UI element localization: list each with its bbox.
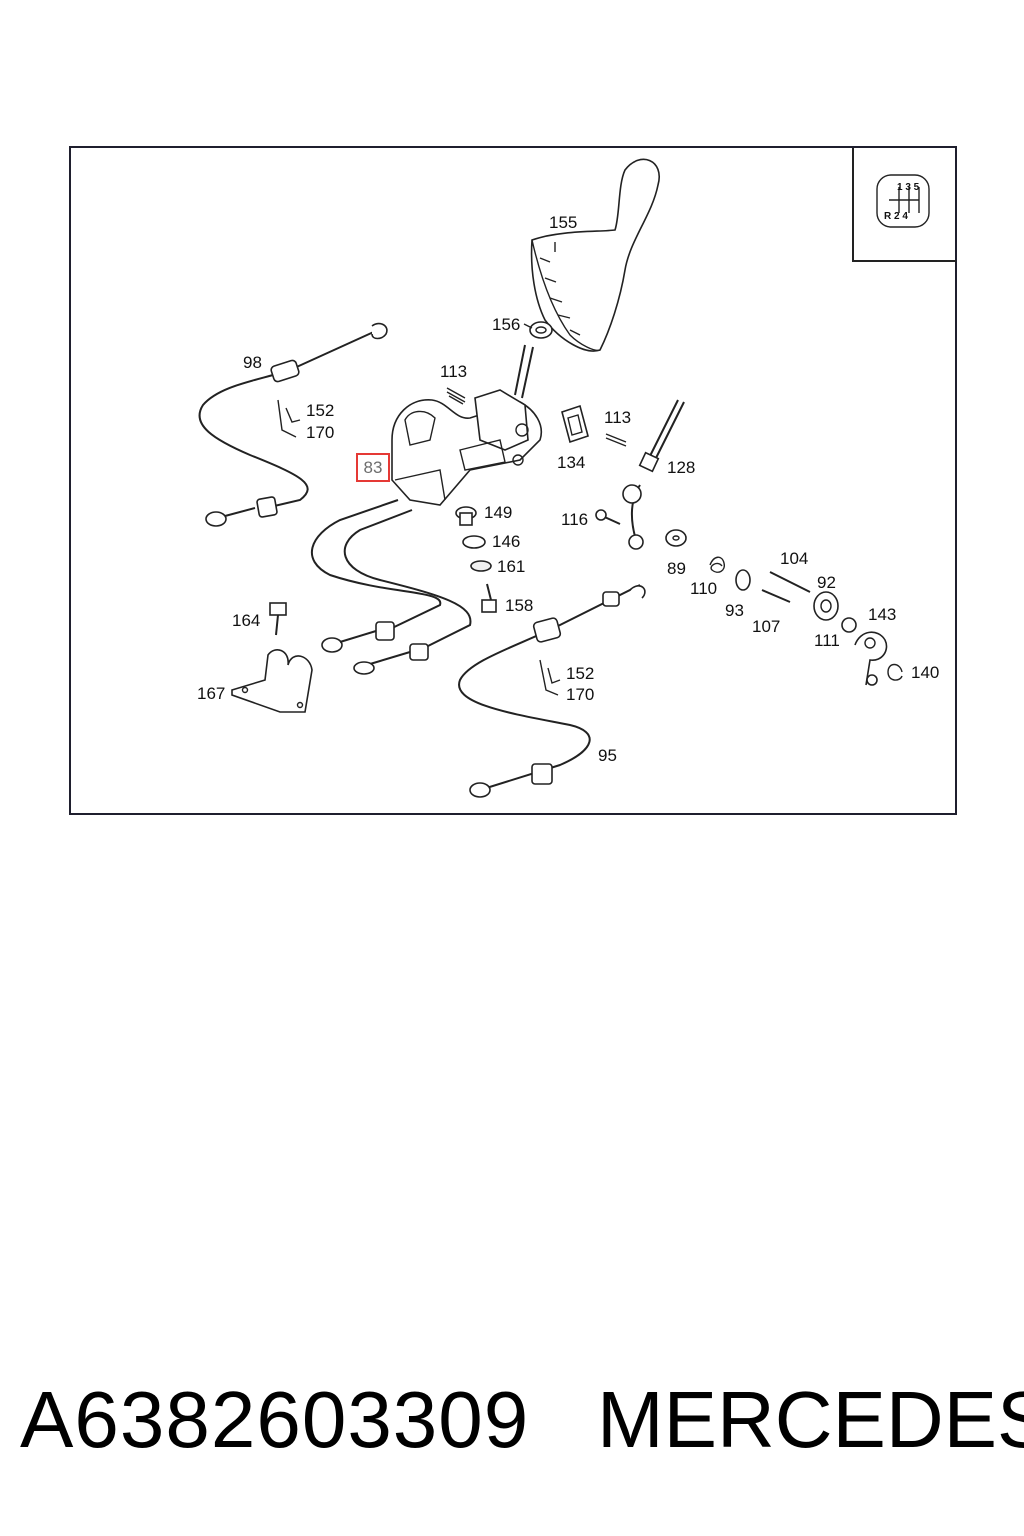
- label-149: 149: [484, 503, 512, 522]
- label-143: 143: [868, 605, 896, 624]
- shift-pattern-inset: 1 3 5 R 2 4: [852, 148, 956, 262]
- bracket-lower: [539, 659, 561, 696]
- label-110: 110: [690, 579, 717, 598]
- shift-cables: [310, 499, 472, 675]
- washer-93: [735, 569, 751, 591]
- bracket-upper: [277, 399, 301, 438]
- bushing: [455, 506, 477, 526]
- part-number: A6382603309: [20, 1375, 530, 1464]
- cable-98: [198, 322, 388, 527]
- label-113-upper: 113: [440, 362, 467, 381]
- cable-95: [458, 584, 646, 798]
- lever-143: [854, 631, 888, 686]
- shift-pattern-icon: [876, 174, 930, 228]
- cap-111: [841, 617, 857, 633]
- label-161: 161: [497, 557, 525, 576]
- bolt-164: [269, 602, 287, 636]
- selector-rod: [622, 399, 685, 550]
- spring-upper: [446, 387, 466, 405]
- washer-161: [470, 560, 492, 572]
- footer: A6382603309 MERCEDES: [0, 1370, 1024, 1470]
- label-170-lower: 170: [566, 685, 594, 704]
- shift-pattern-bottom: R 2 4: [884, 211, 908, 222]
- shift-boot: [530, 158, 660, 352]
- label-140: 140: [911, 663, 939, 682]
- label-104: 104: [780, 549, 808, 568]
- washer-89: [665, 529, 687, 547]
- washer-146: [462, 535, 486, 549]
- brand-name: MERCEDES: [597, 1375, 1024, 1464]
- label-107: 107: [752, 617, 780, 636]
- label-98: 98: [243, 353, 262, 372]
- label-156: 156: [492, 315, 520, 334]
- pin-104: [769, 571, 811, 593]
- label-134: 134: [557, 453, 585, 472]
- label-128: 128: [667, 458, 695, 477]
- spring-right: [605, 433, 627, 447]
- circlip: [887, 663, 903, 681]
- label-113-right: 113: [604, 408, 631, 427]
- label-152-upper: 152: [306, 401, 334, 420]
- gasket: [561, 404, 589, 444]
- label-155: 155: [549, 213, 577, 232]
- mounting-bracket: [231, 649, 313, 713]
- label-164: 164: [232, 611, 260, 630]
- label-93: 93: [725, 601, 744, 620]
- spring-110: [709, 556, 726, 573]
- shifter-housing: [391, 389, 542, 506]
- label-116: 116: [561, 510, 588, 529]
- label-170-upper: 170: [306, 423, 334, 442]
- label-146: 146: [492, 532, 520, 551]
- label-167: 167: [197, 684, 225, 703]
- label-89: 89: [667, 559, 686, 578]
- highlighted-part-label[interactable]: 83: [356, 453, 390, 482]
- shift-pattern-top: 1 3 5: [897, 182, 920, 193]
- bolt-158: [481, 583, 497, 613]
- label-158: 158: [505, 596, 533, 615]
- diagram-frame: [69, 146, 957, 815]
- label-152-lower: 152: [566, 664, 594, 683]
- bushing-92: [813, 591, 839, 621]
- exploded-parts-diagram: 1 3 5 R 2 4: [197, 148, 956, 798]
- label-92: 92: [817, 573, 836, 592]
- label-95: 95: [598, 746, 617, 765]
- label-111: 111: [814, 631, 840, 650]
- grommet: [529, 321, 553, 339]
- pin-107: [761, 589, 791, 603]
- shift-lever: [514, 344, 534, 399]
